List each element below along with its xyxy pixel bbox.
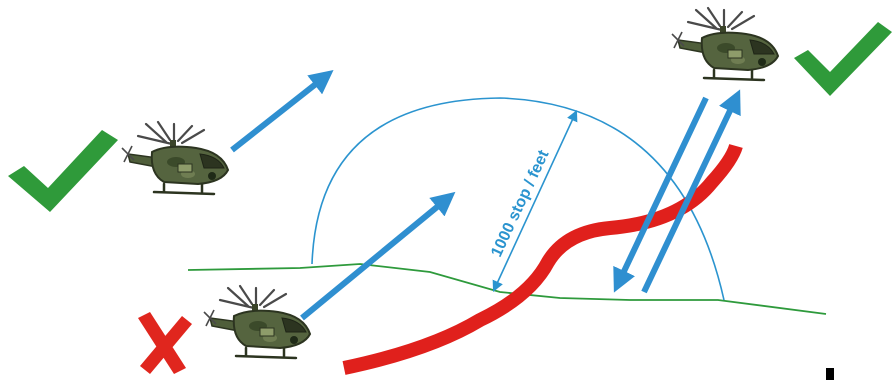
check-icon (794, 22, 892, 96)
helicopter-lower-left-icon (202, 284, 312, 360)
flight-arrow-ascend (641, 89, 741, 294)
flight-arrow-center (300, 191, 456, 321)
helicopter-upper-right-icon (670, 6, 780, 82)
safety-dome (311, 97, 725, 301)
cross-icon (138, 312, 192, 374)
check-icon (8, 130, 118, 212)
obstacle-line (342, 143, 743, 375)
flight-arrow-upper-left (230, 70, 334, 153)
flight-arrow-descend (613, 96, 709, 293)
corner-mark (826, 368, 834, 380)
distance-arrow (492, 109, 578, 293)
distance-label: 1000 stop / feet (488, 147, 553, 260)
helicopter-upper-left-icon (120, 120, 230, 196)
